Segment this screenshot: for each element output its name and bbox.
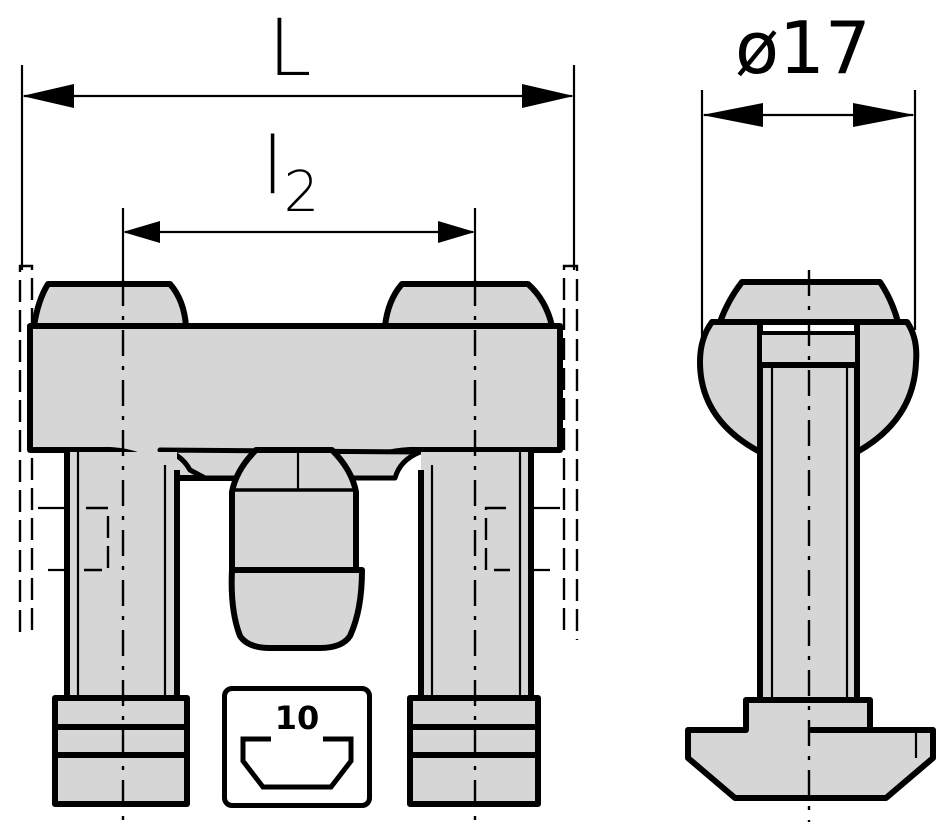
side-top-cap [717, 279, 901, 325]
side-round-head-right [854, 319, 920, 455]
dimension-L-label: L [268, 4, 312, 94]
dimension-l2-subscript: 2 [283, 160, 320, 225]
slot-size-number: 10 [274, 699, 320, 737]
t-slot-profile-icon [240, 736, 354, 790]
dimension-diameter-label: ø17 [735, 6, 871, 90]
center-nut [228, 447, 365, 651]
right-tab [382, 281, 555, 329]
dimension-l2 [121, 208, 477, 290]
left-tab [31, 281, 189, 329]
side-view [685, 90, 936, 822]
right-bolt [407, 452, 560, 807]
front-view [18, 65, 579, 822]
side-t-bolt-foot [685, 697, 936, 801]
dimension-L [20, 65, 576, 270]
dimension-l2-main: l [262, 122, 284, 212]
side-round-head [697, 319, 763, 455]
dimension-l2-label: l2 [262, 128, 319, 221]
dimension-diameter [700, 90, 917, 340]
left-bolt [38, 452, 190, 807]
slot-size-badge: 10 [222, 686, 372, 808]
